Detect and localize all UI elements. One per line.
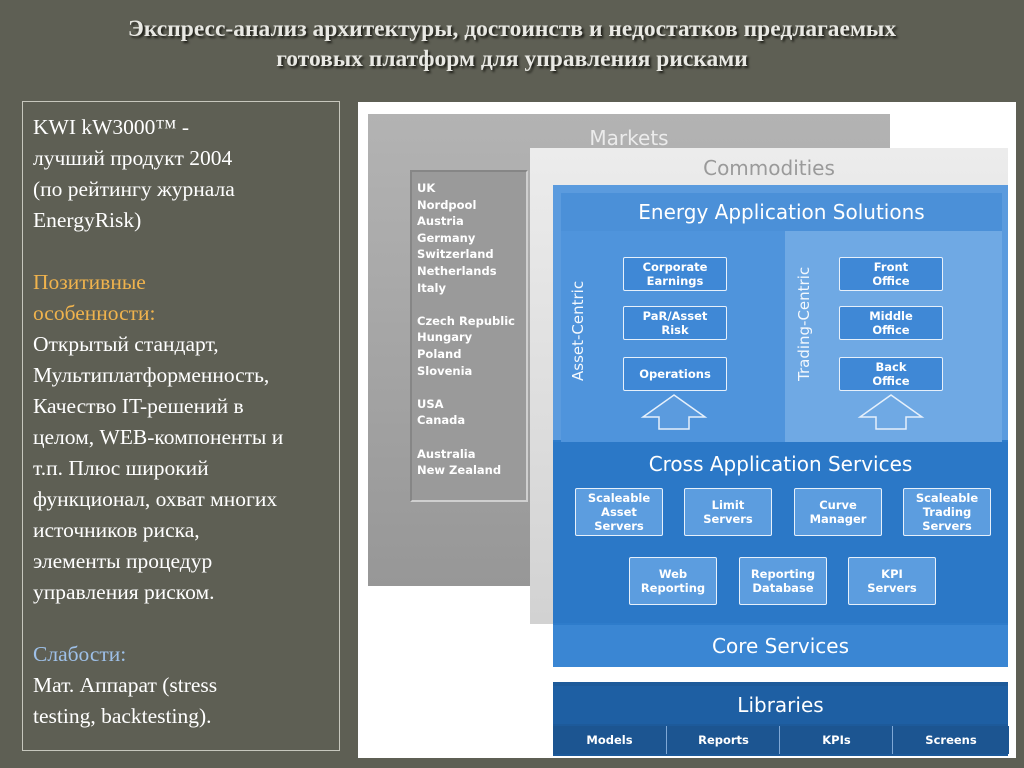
core-services: Core Services (553, 625, 1008, 667)
country-item: Canada (417, 413, 466, 428)
commodities-title: Commodities (703, 156, 835, 180)
country-item: Germany (417, 230, 476, 245)
weakness-line: Мат. Аппарат (stress (33, 673, 218, 697)
positive-line: функционал, охват многих (33, 487, 278, 511)
asset-centric-label: Asset-Centric (569, 280, 587, 381)
country-item: Switzerland (417, 247, 494, 262)
positive-heading-2: особенности: (33, 301, 156, 325)
libraries-title: Libraries (553, 686, 1008, 724)
positive-line: Качество IT-решений в (33, 394, 244, 418)
library-reports: Reports (666, 726, 780, 754)
cross-services-title: Cross Application Services (648, 452, 913, 476)
country-item: Italy (417, 280, 446, 295)
title-line-2: готовых платформ для управления рисками (276, 46, 748, 72)
weakness-heading: Слабости: (33, 642, 127, 666)
library-kpis: KPIs (779, 726, 893, 754)
country-item: USA (417, 396, 444, 411)
country-item: Hungary (417, 330, 473, 345)
country-item: UK (417, 181, 436, 195)
slide-title: Экспресс-анализ архитектуры, достоинств … (0, 14, 1024, 74)
positive-line: элементы процедур (33, 549, 213, 573)
title-line-1: Экспресс-анализ архитектуры, достоинств … (127, 16, 897, 42)
country-spacer (417, 429, 526, 446)
country-item: Austria (417, 214, 464, 229)
markets-title: Markets (589, 126, 669, 150)
country-list: UK Nordpool Austria Germany Switzerland … (410, 170, 528, 502)
country-item: Slovenia (417, 363, 473, 378)
country-spacer (417, 296, 526, 313)
country-item: Australia (417, 446, 476, 461)
positive-line: Открытый стандарт, (33, 332, 219, 356)
positive-line: целом, WEB-компоненты и (33, 425, 284, 449)
energy-solutions-title: Energy Application Solutions (561, 193, 1002, 231)
country-spacer (417, 379, 526, 396)
analysis-text-panel: KWI kW3000™ - лучший продукт 2004 (по ре… (22, 101, 340, 751)
up-arrow-icon (857, 394, 925, 430)
country-item: Nordpool (417, 197, 477, 212)
positive-line: Мультиплатформенность, (33, 363, 270, 387)
product-line-1: KWI kW3000™ - (33, 115, 190, 139)
country-item: Poland (417, 346, 462, 361)
up-arrow-icon (640, 394, 708, 430)
positive-line: т.п. Плюс широкий (33, 456, 209, 480)
trading-centric-label: Trading-Centric (795, 266, 813, 381)
country-item: Netherlands (417, 263, 497, 278)
product-line-3: (по рейтингу журнала (33, 177, 235, 201)
positive-heading-1: Позитивные (33, 270, 146, 294)
product-line-2: лучший продукт 2004 (33, 146, 233, 170)
product-line-4: EnergyRisk) (33, 208, 142, 232)
library-screens: Screens (892, 726, 1009, 754)
library-models: Models (553, 726, 666, 754)
weakness-line: testing, backtesting). (33, 704, 212, 728)
operations-box: Operations (623, 357, 727, 391)
energy-solutions-layer: Energy Application Solutions Asset-Centr… (553, 185, 1008, 667)
country-item: Czech Republic (417, 313, 515, 328)
positive-line: источников риска, (33, 518, 200, 542)
positive-line: управления риском. (33, 580, 215, 604)
country-item: New Zealand (417, 463, 502, 478)
architecture-diagram: Markets UK Nordpool Austria Germany Swit… (358, 102, 1016, 758)
libraries-layer: Libraries Models Reports KPIs Screens (553, 682, 1009, 756)
